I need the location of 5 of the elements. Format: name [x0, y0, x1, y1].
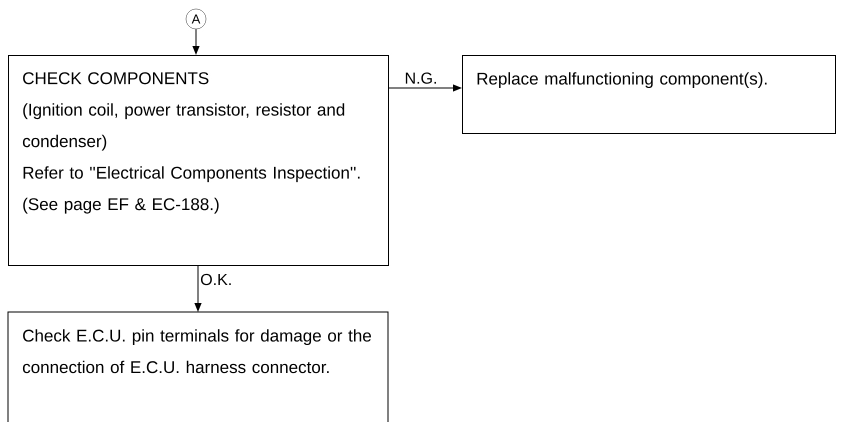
process-box: CHECK COMPONENTS (Ignition coil, power transistor, resistor and condenser) Refer to ''Electrical Components Inspection''. (See page EF & EC-188.) [8, 55, 389, 266]
edge-label: N.G. [404, 71, 438, 85]
edge-label: O.K. [199, 272, 234, 286]
process-box: Replace malfunctioning component(s). [462, 55, 836, 134]
process-box: Check E.C.U. pin terminals for damage or the connection of E.C.U. harness connector. [8, 312, 388, 422]
